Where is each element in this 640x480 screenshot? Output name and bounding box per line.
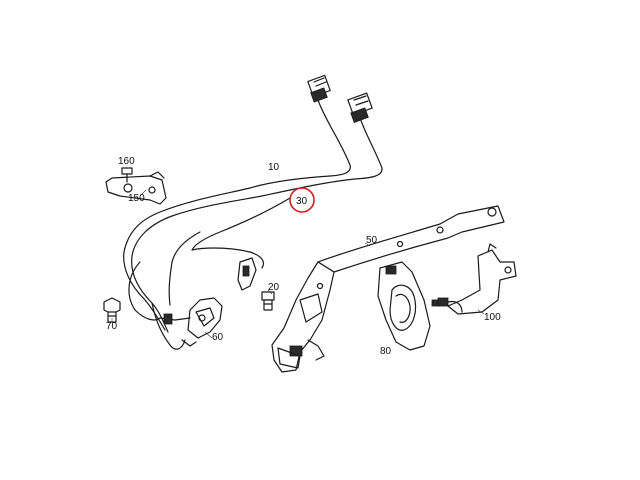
bolt-70 — [103, 297, 121, 323]
wiring-harness — [123, 99, 383, 350]
label-20: 20 — [268, 282, 280, 293]
bolt-160 — [121, 167, 133, 183]
label-60: 60 — [212, 332, 224, 343]
bracket-100 — [437, 243, 517, 315]
sensor-bracket-60 — [159, 297, 223, 347]
label-100: 100 — [484, 312, 501, 323]
label-10: 10 — [268, 162, 280, 173]
carrier-rail-50 — [271, 205, 505, 373]
bolt-20 — [261, 291, 275, 311]
label-30: 30 — [296, 196, 308, 207]
label-160: 160 — [118, 156, 135, 167]
label-50: 50 — [366, 235, 378, 246]
label-70: 70 — [106, 321, 118, 332]
connector-upper-left — [307, 74, 331, 103]
highlight-circle — [289, 187, 315, 213]
cable-holder-80 — [377, 261, 441, 351]
label-150: 150 — [128, 193, 145, 204]
label-80: 80 — [380, 346, 392, 357]
leader-lines — [111, 189, 485, 339]
sensor-clip — [237, 257, 257, 291]
bracket-150 — [105, 171, 167, 205]
connector-upper-right — [347, 92, 373, 123]
